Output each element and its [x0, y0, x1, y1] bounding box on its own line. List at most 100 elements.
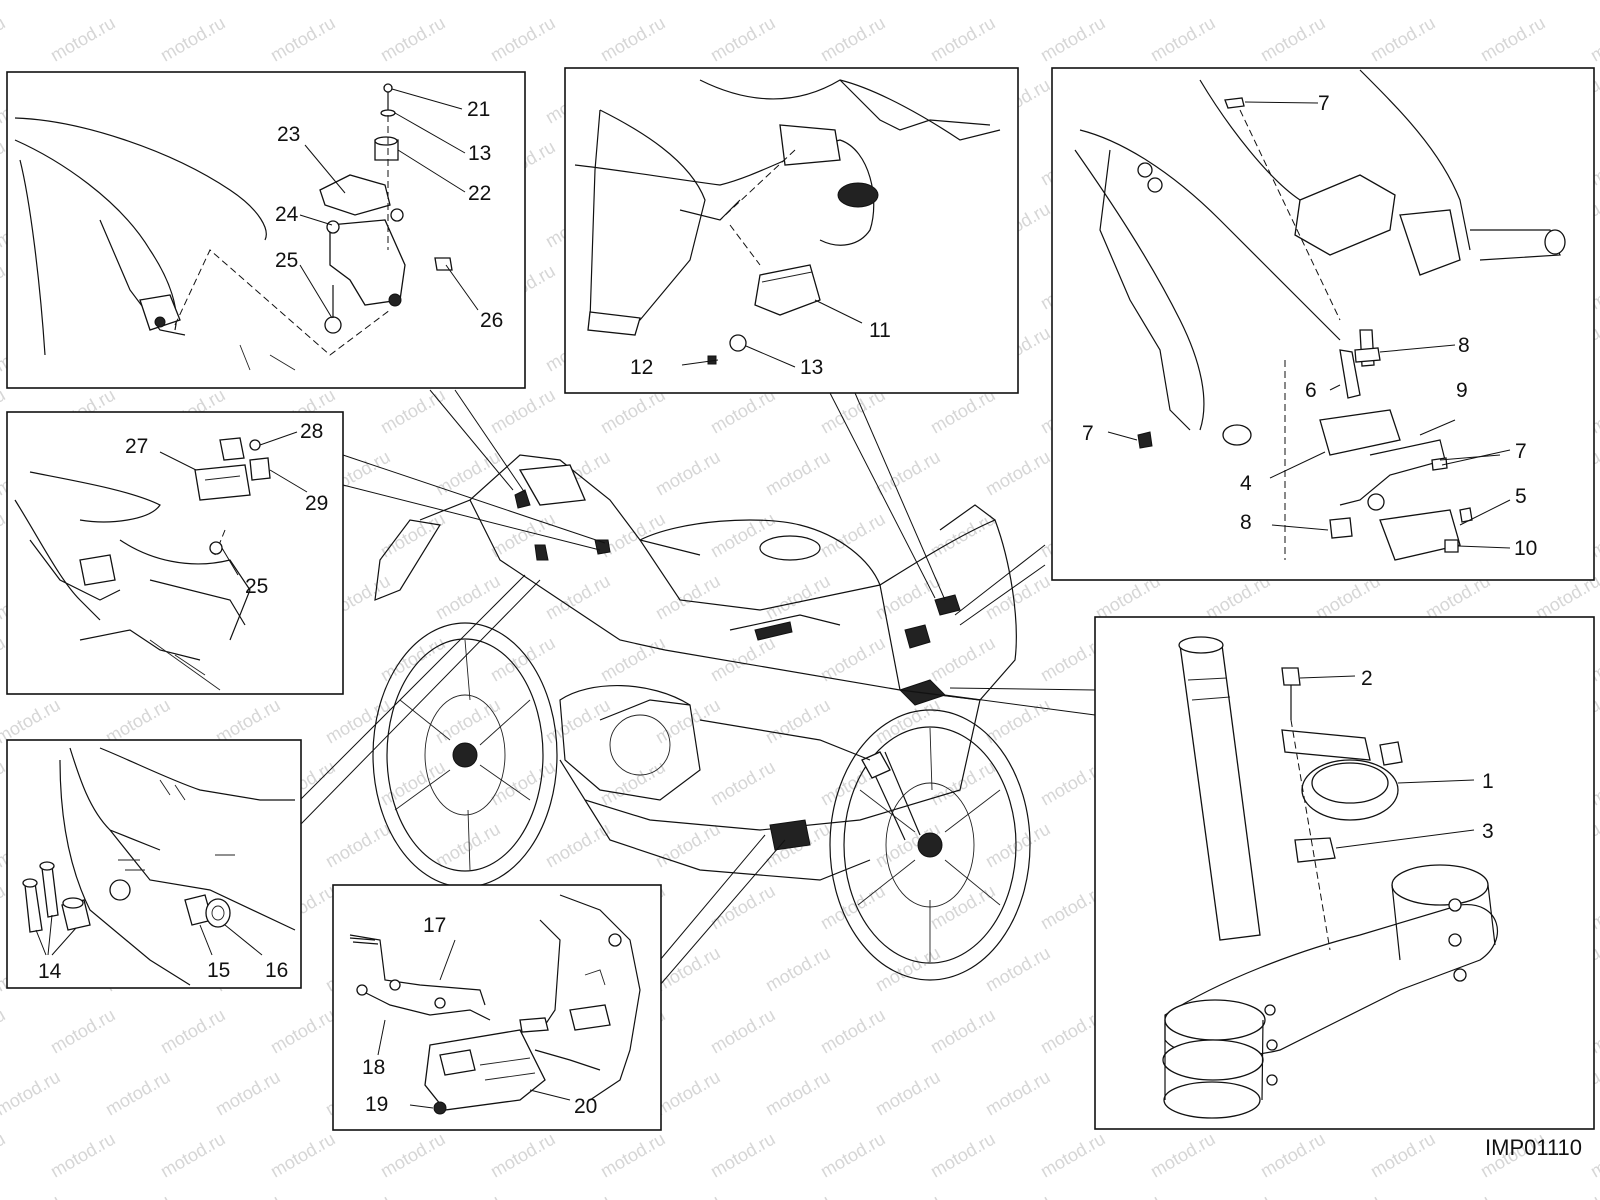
- detail-panel-4: 28 27 29 25: [6, 411, 344, 695]
- watermark-text: motod.ru: [1477, 13, 1549, 66]
- watermark-text: motod.ru: [212, 1191, 284, 1200]
- callout-13: 13: [468, 142, 491, 165]
- watermark-text: motod.ru: [762, 1067, 834, 1120]
- watermark-text: motod.ru: [377, 13, 449, 66]
- watermark-text: motod.ru: [1092, 0, 1164, 3]
- callout-28: 28: [300, 420, 323, 443]
- watermark-text: motod.ru: [762, 1191, 834, 1200]
- watermark-text: motod.ru: [212, 0, 284, 3]
- watermark-text: motod.ru: [872, 695, 944, 748]
- watermark-text: motod.ru: [872, 0, 944, 3]
- watermark-text: motod.ru: [1092, 1191, 1164, 1200]
- callout-7-top: 7: [1318, 92, 1330, 115]
- watermark-text: motod.ru: [597, 757, 669, 810]
- watermark-text: motod.ru: [322, 695, 394, 748]
- watermark-text: motod.ru: [0, 1191, 64, 1200]
- watermark-text: motod.ru: [1422, 0, 1494, 3]
- watermark-text: motod.ru: [157, 1129, 229, 1182]
- watermark-text: motod.ru: [267, 1005, 339, 1058]
- watermark-text: motod.ru: [487, 1129, 559, 1182]
- callout-20: 20: [574, 1095, 597, 1118]
- watermark-text: motod.ru: [872, 1067, 944, 1120]
- watermark-text: motod.ru: [542, 819, 614, 872]
- callout-27: 27: [125, 435, 148, 458]
- callout-7-right: 7: [1515, 440, 1527, 463]
- callout-22: 22: [468, 182, 491, 205]
- watermark-text: motod.ru: [1037, 1129, 1109, 1182]
- callout-18: 18: [362, 1056, 385, 1079]
- watermark-text: motod.ru: [597, 13, 669, 66]
- watermark-text: motod.ru: [542, 571, 614, 624]
- callout-6: 6: [1305, 379, 1317, 402]
- watermark-text: motod.ru: [762, 943, 834, 996]
- callout-7-left: 7: [1082, 422, 1094, 445]
- watermark-text: motod.ru: [0, 13, 9, 66]
- watermark-text: motod.ru: [432, 0, 504, 3]
- watermark-text: motod.ru: [377, 509, 449, 562]
- callout-11: 11: [869, 319, 891, 342]
- detail-panel-5: 2 1 3: [1094, 616, 1595, 1130]
- callout-29: 29: [305, 492, 328, 515]
- callout-15: 15: [207, 959, 230, 982]
- watermark-text: motod.ru: [47, 1005, 119, 1058]
- watermark-text: motod.ru: [927, 13, 999, 66]
- callout-5: 5: [1515, 485, 1527, 508]
- watermark-text: motod.ru: [1202, 0, 1274, 3]
- watermark-text: motod.ru: [927, 1005, 999, 1058]
- watermark-text: motod.ru: [1312, 1191, 1384, 1200]
- callout-16: 16: [265, 959, 288, 982]
- watermark-text: motod.ru: [1587, 13, 1600, 66]
- watermark-text: motod.ru: [47, 1129, 119, 1182]
- watermark-text: motod.ru: [707, 757, 779, 810]
- callout-23: 23: [277, 123, 300, 146]
- watermark-text: motod.ru: [707, 13, 779, 66]
- callout-14: 14: [38, 960, 62, 983]
- watermark-text: motod.ru: [377, 1129, 449, 1182]
- watermark-text: motod.ru: [597, 633, 669, 686]
- callout-25: 25: [275, 249, 298, 272]
- detail-panel-2: 11 12 13: [564, 67, 1019, 394]
- watermark-text: motod.ru: [707, 509, 779, 562]
- callout-2: 2: [1361, 667, 1373, 690]
- callout-9: 9: [1456, 379, 1468, 402]
- watermark-text: motod.ru: [817, 881, 889, 934]
- watermark-text: motod.ru: [927, 881, 999, 934]
- watermark-text: motod.ru: [982, 0, 1054, 3]
- watermark-text: motod.ru: [872, 447, 944, 500]
- watermark-text: motod.ru: [652, 819, 724, 872]
- watermark-text: motod.ru: [927, 633, 999, 686]
- watermark-text: motod.ru: [652, 1067, 724, 1120]
- callout-19: 19: [365, 1093, 388, 1116]
- watermark-text: motod.ru: [982, 571, 1054, 624]
- watermark-text: motod.ru: [1532, 1191, 1600, 1200]
- detail-panel-6: 14 15 16: [6, 739, 302, 989]
- watermark-text: motod.ru: [1202, 1191, 1274, 1200]
- callout-26: 26: [480, 309, 503, 332]
- watermark-text: motod.ru: [102, 0, 174, 3]
- watermark-text: motod.ru: [762, 447, 834, 500]
- callout-8-bottom: 8: [1240, 511, 1252, 534]
- watermark-text: motod.ru: [157, 13, 229, 66]
- watermark-text: motod.ru: [597, 509, 669, 562]
- watermark-text: motod.ru: [872, 1191, 944, 1200]
- watermark-text: motod.ru: [542, 695, 614, 748]
- motorcycle-overview: [372, 454, 1031, 981]
- callout-8-top: 8: [1458, 334, 1470, 357]
- callout-25-b: 25: [245, 575, 268, 598]
- leader-lines: [299, 389, 1096, 986]
- watermark-text: motod.ru: [1147, 1129, 1219, 1182]
- watermark-text: motod.ru: [927, 1129, 999, 1182]
- watermark-text: motod.ru: [707, 1005, 779, 1058]
- watermark-text: motod.ru: [0, 1129, 9, 1182]
- watermark-text: motod.ru: [322, 1191, 394, 1200]
- watermark-text: motod.ru: [982, 447, 1054, 500]
- callout-21: 21: [467, 98, 490, 121]
- watermark-text: motod.ru: [1257, 1129, 1329, 1182]
- watermark-text: motod.ru: [0, 1005, 9, 1058]
- watermark-text: motod.ru: [1147, 13, 1219, 66]
- watermark-text: motod.ru: [157, 1005, 229, 1058]
- watermark-text: motod.ru: [0, 1067, 64, 1120]
- drawing-code: IMP01110: [1485, 1135, 1582, 1160]
- watermark-text: motod.ru: [817, 13, 889, 66]
